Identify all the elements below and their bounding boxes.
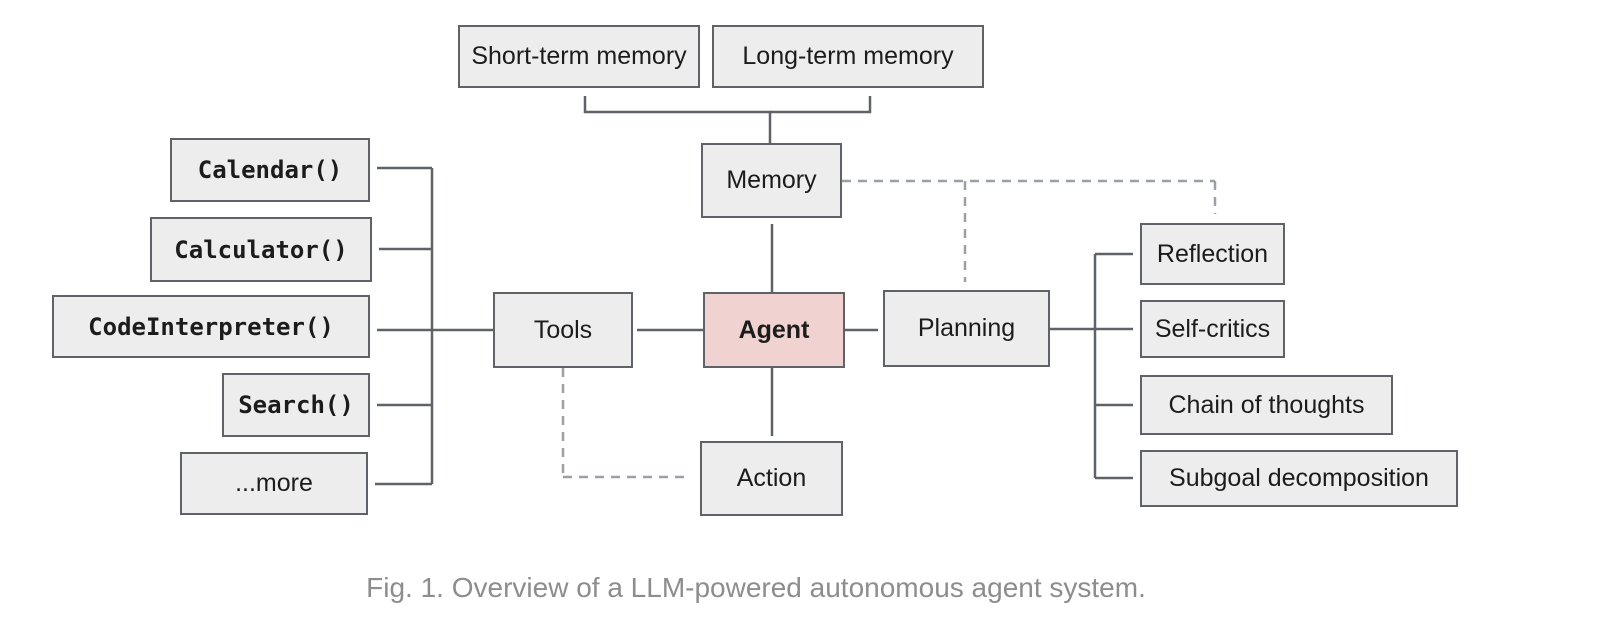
node-long-term-memory: Long-term memory xyxy=(712,25,984,88)
node-calculator: Calculator() xyxy=(150,217,372,282)
edge-memory-to-stores xyxy=(583,96,872,143)
node-short-term-memory: Short-term memory xyxy=(458,25,700,88)
node-agent: Agent xyxy=(703,292,845,368)
node-calendar: Calendar() xyxy=(170,138,370,202)
node-planning: Planning xyxy=(883,290,1050,367)
node-reflection: Reflection xyxy=(1140,223,1285,285)
node-action: Action xyxy=(700,441,843,516)
node-self-critics: Self-critics xyxy=(1140,300,1285,358)
node-tools: Tools xyxy=(493,292,633,368)
node-more-tools: ...more xyxy=(180,452,368,515)
node-chain-of-thoughts: Chain of thoughts xyxy=(1140,375,1393,435)
node-memory: Memory xyxy=(701,143,842,218)
edge-tools-fanout xyxy=(375,166,493,486)
edge-tools-action-dashed xyxy=(561,368,691,479)
node-code-interpreter: CodeInterpreter() xyxy=(52,295,370,358)
figure-caption: Fig. 1. Overview of a LLM-powered autono… xyxy=(366,572,1146,603)
edge-planning-fanout xyxy=(1050,252,1133,480)
node-search: Search() xyxy=(222,373,370,437)
node-subgoal-decomposition: Subgoal decomposition xyxy=(1140,450,1458,507)
